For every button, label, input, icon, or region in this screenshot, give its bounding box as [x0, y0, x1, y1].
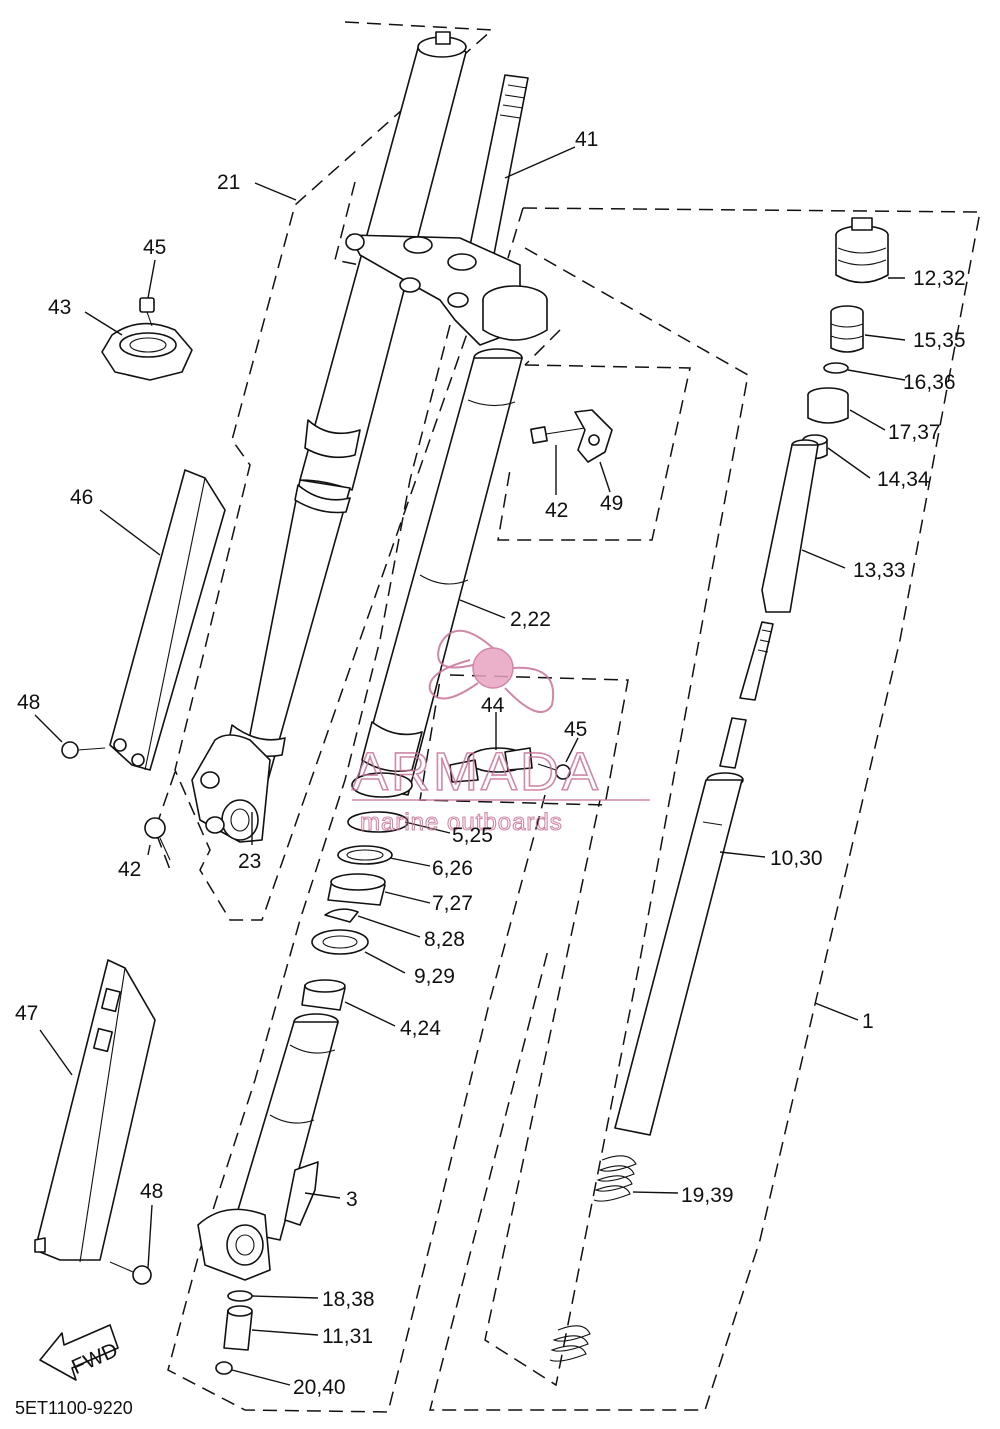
callout-10-30: 10,30	[770, 847, 823, 870]
leader-lines	[34, 146, 906, 1386]
inner-fork-tube	[351, 348, 523, 798]
drawing-code: 5ET1100-9220	[15, 1398, 133, 1418]
callout-8-28: 8,28	[424, 928, 465, 951]
callout-23: 23	[238, 850, 261, 873]
forward-direction-arrow: FWD	[39, 1324, 121, 1381]
hose-bracket	[574, 409, 613, 463]
propeller-logo	[428, 629, 555, 713]
steering-stem-bracket	[345, 74, 548, 346]
callout-13-33: 13,33	[853, 559, 906, 582]
fork-guard-upper	[109, 469, 226, 771]
callout-15-35: 15,35	[913, 329, 966, 352]
callout-17-37: 17,37	[888, 421, 941, 444]
seals-and-bushings	[301, 811, 409, 1011]
callout-20-40: 20,40	[293, 1376, 346, 1399]
fork-lower-leg	[197, 1013, 339, 1281]
callout-9-29: 9,29	[414, 965, 455, 988]
callout-47: 47	[15, 1002, 38, 1025]
spring-upper	[593, 1155, 637, 1202]
callout-48-upper: 48	[17, 691, 40, 714]
callout-18-38: 18,38	[322, 1288, 375, 1311]
callout-45-upper: 45	[143, 236, 166, 259]
group-outlines	[154, 21, 981, 1413]
callout-6-26: 6,26	[432, 857, 473, 880]
callout-46: 46	[70, 486, 93, 509]
callout-1: 1	[862, 1010, 874, 1033]
callout-4-24: 4,24	[400, 1017, 441, 1040]
fork-guard-lower	[34, 959, 156, 1263]
brake-hose-clamp	[101, 297, 193, 381]
callout-7-27: 7,27	[432, 892, 473, 915]
callout-42-lower: 42	[118, 858, 141, 881]
armada-watermark: ARMADA marine outboards	[351, 629, 650, 837]
callout-19-39: 19,39	[681, 1184, 734, 1207]
callout-44: 44	[481, 694, 505, 717]
bolts	[61, 426, 586, 1285]
callout-labels: 41 21 45 43 12,32 15,35 16,36 17,37 14,3…	[15, 128, 966, 1399]
callout-5-25: 5,25	[452, 824, 493, 847]
base-valve-parts	[215, 1290, 253, 1375]
watermark-tagline: marine outboards	[360, 809, 563, 836]
callout-43: 43	[48, 296, 71, 319]
callout-49: 49	[600, 492, 623, 515]
callout-16-36: 16,36	[903, 371, 956, 394]
damper-cartridge-parts	[549, 217, 889, 1362]
spring-lower	[549, 1325, 591, 1362]
callout-48-lower: 48	[140, 1180, 163, 1203]
hose-guide-clamp	[449, 747, 533, 783]
callout-45-lower: 45	[564, 718, 587, 741]
callout-41: 41	[575, 128, 598, 151]
callout-2-22: 2,22	[510, 608, 551, 631]
callout-42-bracket: 42	[545, 499, 568, 522]
watermark-brand: ARMADA	[352, 742, 601, 802]
callout-11-31: 11,31	[322, 1325, 373, 1348]
callout-14-34: 14,34	[877, 468, 930, 491]
callout-12-32: 12,32	[913, 267, 966, 290]
callout-3: 3	[346, 1188, 358, 1211]
callout-21: 21	[217, 171, 240, 194]
